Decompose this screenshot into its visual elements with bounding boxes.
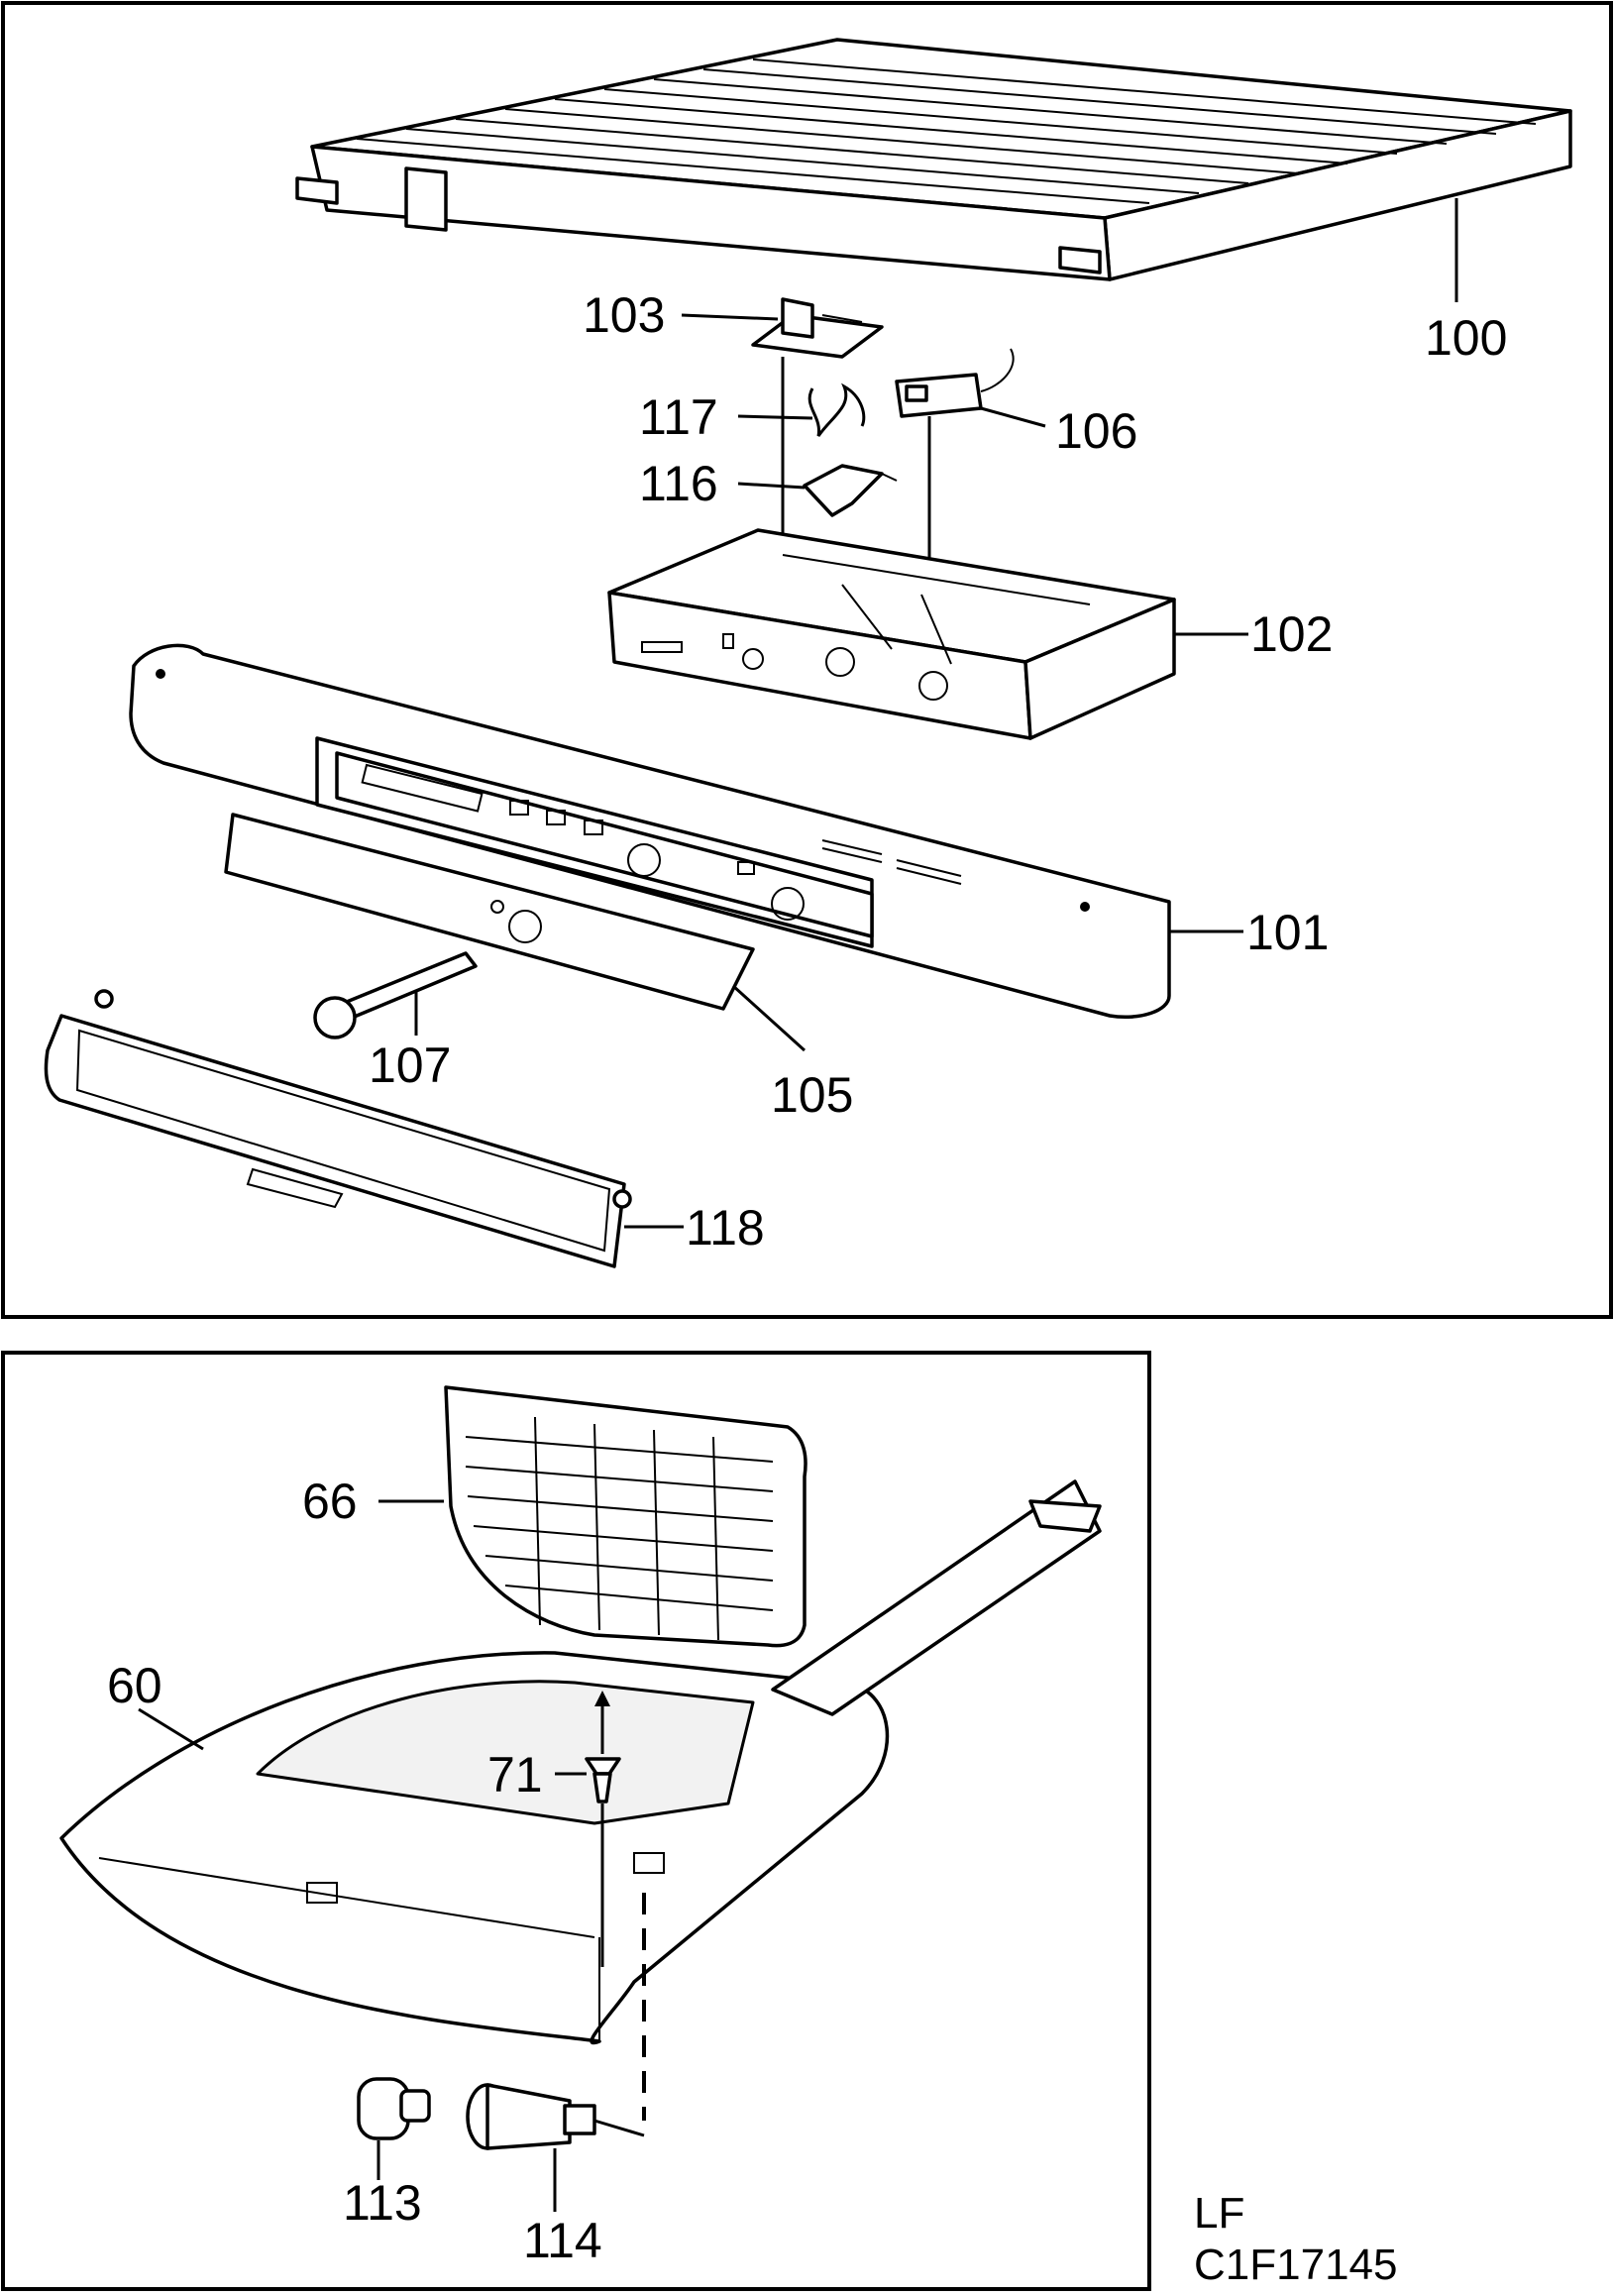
callout-118: 118	[686, 1200, 765, 1256]
part-113-bulb	[357, 2077, 431, 2140]
part-60-tray	[59, 1479, 1102, 2045]
callout-103: 103	[583, 287, 665, 343]
part-105-strip	[224, 813, 755, 1011]
callout-107: 107	[369, 1038, 451, 1093]
part-106-switch	[895, 348, 1015, 418]
callout-100: 100	[1425, 310, 1507, 366]
model-code: LF	[1194, 2189, 1244, 2238]
callout-117: 117	[639, 389, 718, 445]
part-71-clip	[585, 1757, 621, 1804]
callout-60: 60	[107, 1658, 162, 1713]
drawing-code: C1F17145	[1194, 2241, 1397, 2289]
callout-105: 105	[771, 1067, 853, 1123]
top-panel-frame	[1, 1, 1613, 1319]
part-101-control-panel	[129, 643, 1171, 1019]
part-116-clip	[803, 464, 898, 517]
part-118-trim	[44, 989, 632, 1268]
callout-71: 71	[487, 1747, 543, 1803]
part-114-lampholder	[466, 2083, 596, 2150]
callout-116: 116	[639, 456, 718, 511]
part-102-housing	[607, 528, 1176, 740]
callout-66: 66	[302, 1474, 358, 1529]
part-100-shelf	[295, 38, 1572, 281]
part-117-spring	[807, 383, 866, 437]
part-66-grille	[444, 1385, 807, 1648]
callout-113: 113	[343, 2175, 422, 2231]
bottom-panel-frame	[1, 1351, 1151, 2291]
callout-114: 114	[523, 2213, 602, 2268]
callout-101: 101	[1246, 905, 1329, 960]
part-107-shaft	[313, 951, 478, 1039]
callout-102: 102	[1250, 606, 1333, 662]
part-103-bracket	[751, 297, 884, 359]
callout-106: 106	[1055, 403, 1137, 459]
